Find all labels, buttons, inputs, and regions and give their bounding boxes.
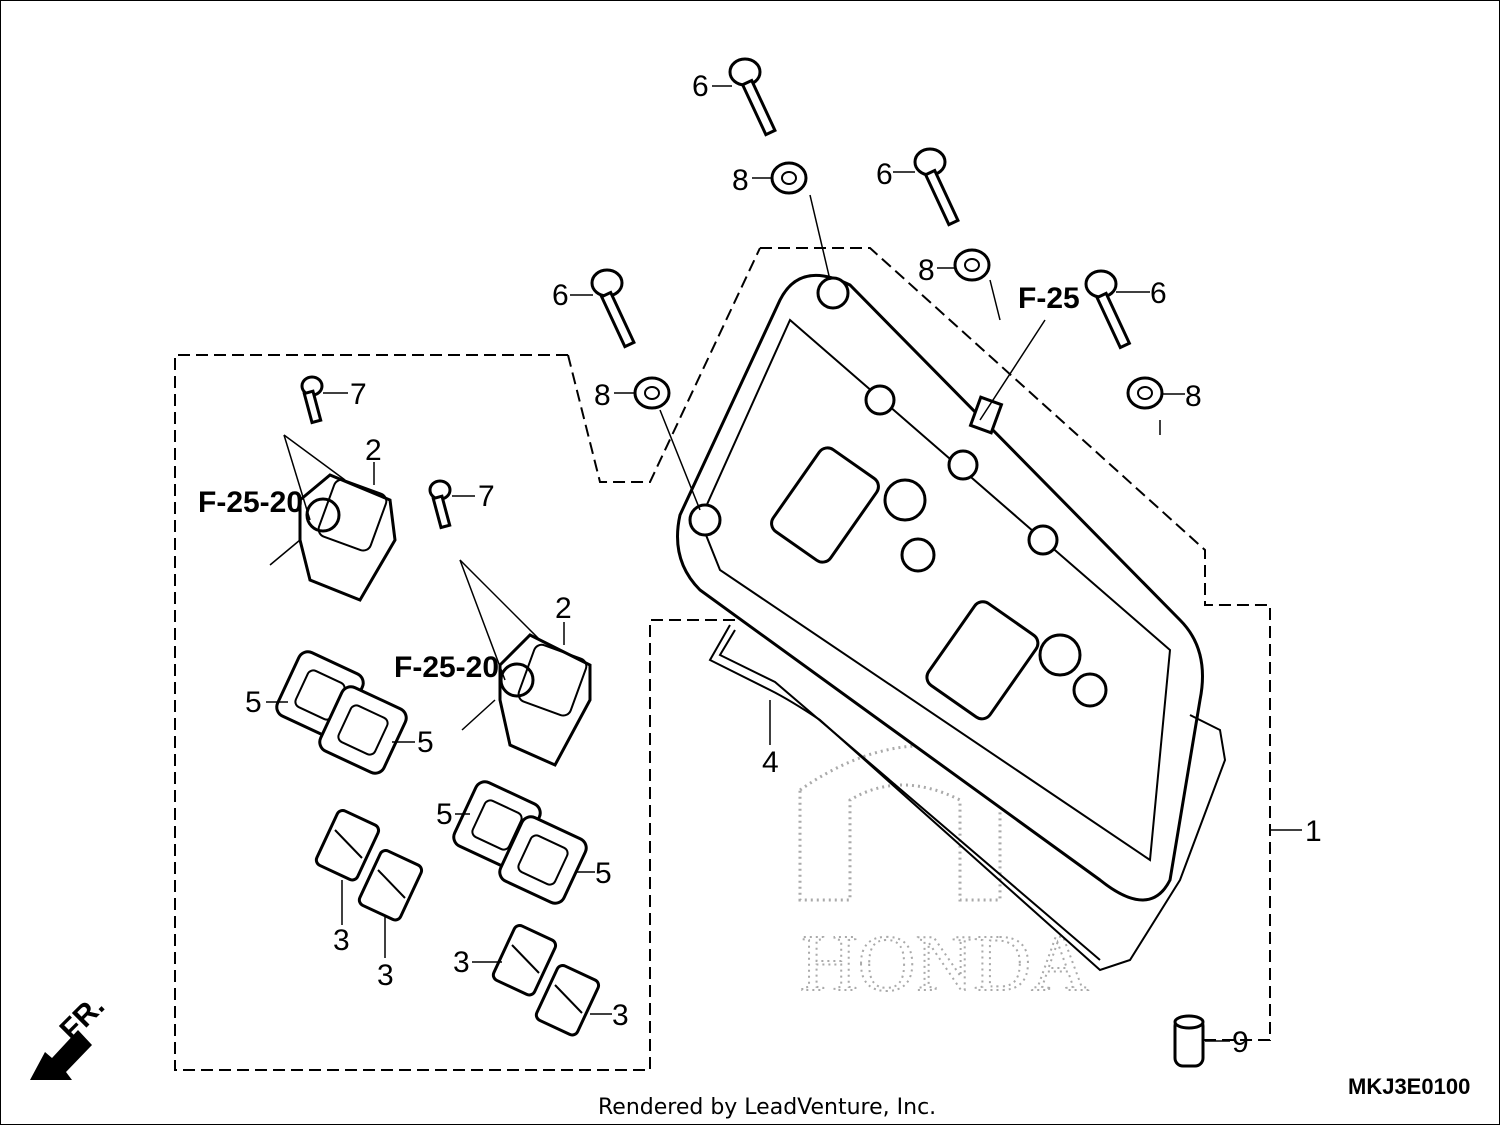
seal-5-b bbox=[318, 685, 408, 775]
callout-9: 9 bbox=[1232, 1026, 1249, 1059]
callout-6-left: 6 bbox=[552, 279, 569, 312]
callout-6-right: 6 bbox=[1150, 277, 1167, 310]
callout-3-c: 3 bbox=[453, 946, 470, 979]
honda-watermark-text: HONDA bbox=[800, 920, 1089, 1008]
washer-8-upper-right bbox=[953, 248, 991, 282]
assembly-box bbox=[760, 247, 1271, 1041]
reference-f25: F-25 bbox=[1018, 282, 1080, 315]
reference-f2520-upper: F-25-20 bbox=[198, 486, 303, 519]
bolt-7-lower bbox=[428, 479, 452, 530]
callout-6-upper-right: 6 bbox=[876, 158, 893, 191]
reference-f2520-lower: F-25-20 bbox=[394, 651, 499, 684]
ignition-coil-lower bbox=[498, 633, 592, 767]
footer-credit: Rendered by LeadVenture, Inc. bbox=[598, 1095, 936, 1120]
coil-group-connector bbox=[567, 247, 761, 483]
washer-8-right bbox=[1126, 376, 1164, 410]
callout-6-top: 6 bbox=[692, 70, 709, 103]
ignition-coil-upper bbox=[298, 473, 397, 602]
seal-5-d bbox=[498, 815, 588, 905]
front-arrow-icon: FR. bbox=[30, 989, 111, 1080]
coil-group-box bbox=[174, 354, 745, 1071]
callout-8-upper-right: 8 bbox=[918, 254, 935, 287]
grommet bbox=[1173, 1014, 1205, 1068]
callout-3-a: 3 bbox=[333, 924, 350, 957]
callout-5-d: 5 bbox=[595, 857, 612, 890]
callout-8-right: 8 bbox=[1185, 380, 1202, 413]
washer-8-left bbox=[633, 376, 671, 410]
damper-3-b bbox=[357, 848, 424, 922]
callout-8-top: 8 bbox=[732, 164, 749, 197]
cover-gasket bbox=[708, 624, 1227, 972]
bolt-6-upper-right bbox=[913, 147, 960, 227]
callout-2-upper: 2 bbox=[365, 434, 382, 467]
callout-7-lower: 7 bbox=[478, 480, 495, 513]
bolt-7-upper bbox=[300, 375, 324, 425]
cylinder-head-cover bbox=[676, 273, 1204, 902]
front-marker-label: FR. bbox=[54, 989, 112, 1047]
leader-lines bbox=[266, 85, 1302, 1042]
damper-3-c bbox=[491, 923, 558, 997]
damper-3-a bbox=[314, 808, 381, 882]
callout-3-b: 3 bbox=[377, 959, 394, 992]
callout-5-c: 5 bbox=[436, 798, 453, 831]
bolt-6-left bbox=[590, 268, 636, 349]
bolt-6-top bbox=[728, 57, 777, 137]
callout-7-upper: 7 bbox=[350, 378, 367, 411]
callout-4: 4 bbox=[762, 746, 779, 779]
callout-2-lower: 2 bbox=[555, 592, 572, 625]
callout-5-a: 5 bbox=[245, 686, 262, 719]
callout-8-left: 8 bbox=[594, 379, 611, 412]
callout-1: 1 bbox=[1305, 815, 1322, 848]
callout-5-b: 5 bbox=[417, 726, 434, 759]
damper-3-d bbox=[534, 963, 601, 1037]
diagram-code: MKJ3E0100 bbox=[1348, 1074, 1470, 1099]
callout-3-d: 3 bbox=[612, 999, 629, 1032]
honda-watermark: HONDA bbox=[798, 744, 1090, 1009]
washer-8-top bbox=[770, 161, 808, 195]
bolt-6-right bbox=[1084, 269, 1132, 350]
